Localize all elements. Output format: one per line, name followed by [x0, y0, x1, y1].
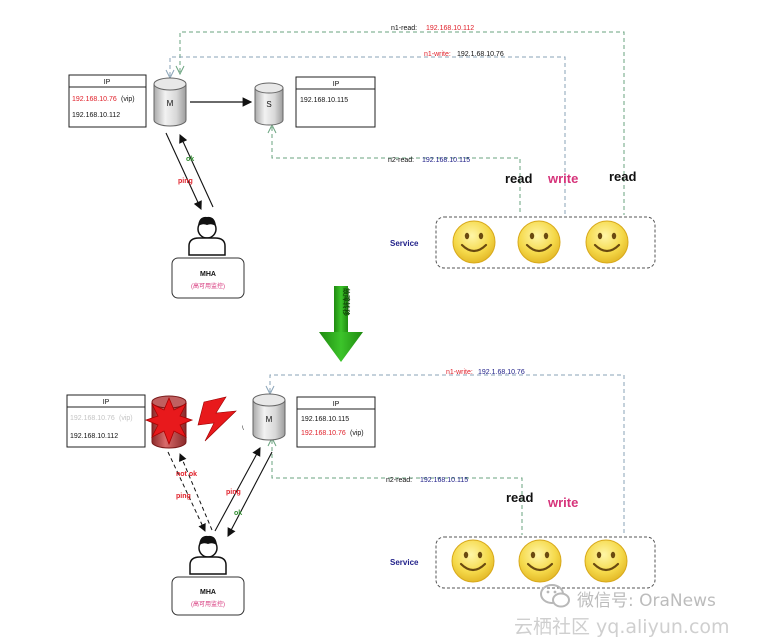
bottom-small-mark: \ [242, 426, 244, 432]
top-master-vip-ip: 192.168.10.76 [72, 96, 117, 103]
bottom-ping-right-label: ping [226, 489, 241, 496]
top-ok-label: ok [186, 156, 194, 163]
bottom-service-client-icon-1 [450, 538, 496, 584]
top-mha-subtitle: (高可用监控) [191, 282, 225, 290]
bottom-service-client-icon-3 [583, 538, 629, 584]
top-master-table-header: IP [104, 79, 111, 86]
bottom-not-ok-label: not ok [176, 471, 197, 478]
top-mha-title: MHA [200, 271, 216, 278]
top-n1-write-ip: 192.1.68.10.76 [457, 51, 504, 58]
bottom-mha-title: MHA [200, 589, 216, 596]
top-ping-label: ping [178, 178, 193, 185]
watermark-wechat: 微信号: OraNews [577, 591, 716, 611]
bottom-mha-subtitle: (高可用监控) [191, 600, 225, 608]
top-section: n1-read: 192.168.10.112 n1-write: 192.1.… [68, 25, 656, 299]
bottom-new-ip-table: IP 192.168.10.115 192.168.10.76 (vip) [296, 396, 376, 448]
bottom-old-ip-table: IP 192.168.10.76 (vip) 192.168.10.112 [66, 394, 146, 448]
failover-transition-label: 故障转移 [342, 288, 351, 316]
bottom-new-vip-tag: (vip) [350, 430, 364, 437]
watermark-site: 云栖社区 yq.aliyun.com [514, 616, 730, 638]
bottom-n2-read-label: n2-read: [386, 477, 412, 484]
top-service-box: Service [390, 216, 656, 269]
bottom-old-table-header: IP [103, 399, 110, 406]
bottom-n2-read-ip: 192.168.10.115 [420, 477, 468, 484]
top-service-client-icon-3 [584, 219, 630, 265]
top-n1-read-connector [175, 31, 625, 215]
bottom-mha-person-icon [189, 535, 227, 575]
top-slave-label: S [266, 100, 271, 109]
bottom-service-read-label: read [506, 490, 534, 505]
top-mha-box: MHA (高可用监控) [171, 257, 245, 299]
top-service-write-label: write [547, 171, 578, 186]
bottom-new-table-header: IP [333, 401, 340, 408]
top-mha-person-icon [188, 216, 226, 256]
bottom-service-box: Service [390, 536, 656, 589]
bottom-old-vip-ip: 192.168.10.76 [70, 415, 115, 422]
top-slave-ip: 192.168.10.115 [300, 97, 348, 104]
bottom-master-label: M [266, 415, 273, 424]
bottom-n1-write-ip: 192.1.68.10.76 [478, 369, 525, 376]
top-slave-table-header: IP [333, 81, 340, 88]
top-service-label: Service [390, 239, 419, 248]
bottom-new-vip-ip: 192.168.10.76 [301, 430, 346, 437]
top-ok-arrow [179, 134, 214, 208]
bottom-ok-label: ok [234, 510, 242, 517]
top-n1-read-label: n1-read: [391, 25, 417, 32]
bottom-n1-write-label: n1-write: [446, 369, 473, 376]
top-n2-read-label: n2-read: [388, 157, 414, 164]
top-n1-write-label: n1-write: [424, 51, 451, 58]
bottom-ok-arrow [227, 451, 273, 537]
top-n1-read-ip: 192.168.10.112 [426, 25, 474, 32]
bottom-old-vip-tag: (vip) [119, 415, 133, 422]
lightning-icon [197, 396, 237, 442]
top-slave-ip-table: IP 192.168.10.115 [295, 76, 376, 128]
top-n2-read-connector [267, 123, 521, 215]
top-master-ip-table: IP 192.168.10.76 (vip) 192.168.10.112 [68, 74, 147, 128]
top-service-read-label-1: read [505, 171, 533, 186]
bottom-ping-left-label: ping [176, 493, 191, 500]
bottom-old-ip2: 192.168.10.112 [70, 433, 118, 440]
top-service-client-icon-1 [451, 219, 497, 265]
failover-transition-arrow: 故障转移 [319, 286, 363, 362]
top-slave-db-icon: S [254, 82, 284, 126]
bottom-n2-read-connector [267, 436, 523, 535]
top-master-label: M [167, 99, 174, 108]
bottom-ping-new-arrow [214, 447, 261, 532]
bottom-mha-box: MHA (高可用监控) [171, 576, 245, 616]
bottom-not-ok-arrow [179, 453, 213, 531]
top-service-read-label-2: read [609, 169, 637, 184]
top-master-db-icon: M [153, 77, 187, 127]
top-service-client-icon-2 [516, 219, 562, 265]
bottom-service-client-icon-2 [517, 538, 563, 584]
bottom-new-master-db-icon: M [252, 393, 286, 441]
top-master-ip2: 192.168.10.112 [72, 112, 120, 119]
crash-explosion-icon [144, 396, 194, 446]
bottom-section: n1-write: 192.1.68.10.76 n2-read: 192.16… [66, 369, 656, 616]
bottom-crashed-db-icon [144, 395, 194, 449]
bottom-ping-dead-arrow [167, 451, 206, 532]
bottom-service-write-label: write [547, 495, 578, 510]
top-ping-arrow [165, 132, 202, 210]
top-n2-read-ip: 192.168.10.115 [422, 157, 470, 164]
wechat-logo-icon [540, 584, 570, 608]
bottom-service-label: Service [390, 558, 419, 567]
top-master-vip-tag: (vip) [121, 96, 135, 103]
bottom-new-ip1: 192.168.10.115 [301, 416, 349, 423]
